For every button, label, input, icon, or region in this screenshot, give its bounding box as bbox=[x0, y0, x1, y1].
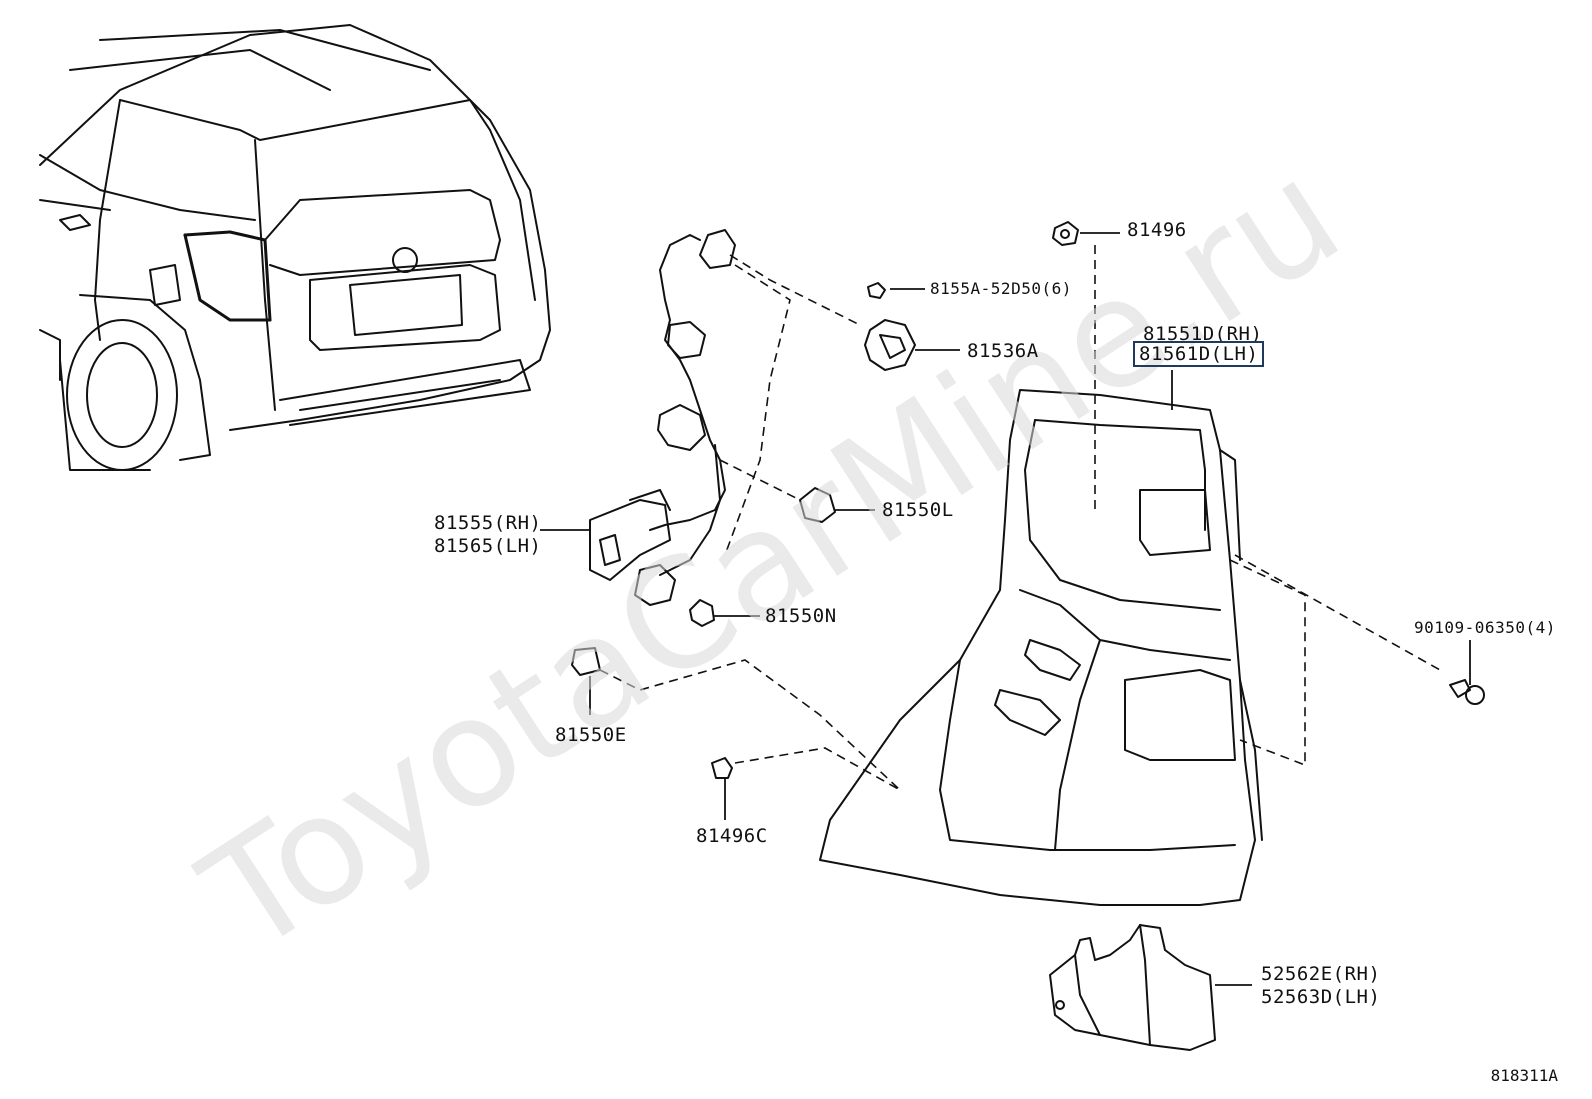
label-81496[interactable]: 81496 bbox=[1127, 219, 1187, 241]
label-81551d-rh[interactable]: 81551D(RH) bbox=[1143, 323, 1263, 345]
tail-lamp-assembly bbox=[819, 389, 1263, 906]
label-81561d-lh-highlighted[interactable]: 81561D(LH) bbox=[1133, 341, 1265, 367]
label-81550n[interactable]: 81550N bbox=[765, 605, 837, 627]
wiring-harness bbox=[589, 229, 736, 606]
label-52562e-rh[interactable]: 52562E(RH) bbox=[1261, 963, 1381, 985]
label-81555-rh[interactable]: 81555(RH) bbox=[434, 512, 542, 534]
label-90109-06350[interactable]: 90109-06350(4) bbox=[1414, 618, 1556, 637]
vehicle-illustration bbox=[39, 24, 551, 471]
diagram-code: 818311A bbox=[1490, 1066, 1558, 1085]
small-parts bbox=[571, 221, 1485, 779]
label-81536a[interactable]: 81536A bbox=[967, 340, 1039, 362]
label-8155a-52d50[interactable]: 8155A-52D50(6) bbox=[930, 279, 1072, 298]
label-81496c[interactable]: 81496C bbox=[696, 825, 768, 847]
label-81550l[interactable]: 81550L bbox=[882, 499, 954, 521]
label-81565-lh[interactable]: 81565(LH) bbox=[434, 535, 542, 557]
label-81550e[interactable]: 81550E bbox=[555, 724, 627, 746]
label-52563d-lh[interactable]: 52563D(LH) bbox=[1261, 986, 1381, 1008]
bracket bbox=[1049, 924, 1216, 1051]
